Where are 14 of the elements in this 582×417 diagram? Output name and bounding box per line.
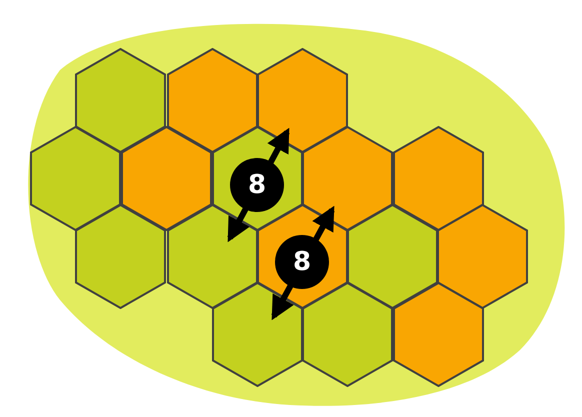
- hexagon-tile: [166, 48, 258, 152]
- hexagon-tile: [302, 282, 392, 386]
- hexagon-tile: [212, 282, 302, 386]
- hexagon-tile: [74, 204, 166, 308]
- hexagon-tile: [166, 204, 258, 308]
- hexagon-tile: [436, 204, 528, 308]
- hexagon-tile: [346, 204, 438, 308]
- hexagon-tile: [392, 282, 484, 386]
- hexagon-tile: [302, 126, 392, 230]
- hexagon-tile: [74, 48, 166, 152]
- hexagon-tile: [120, 126, 212, 230]
- hexagon-tile: [30, 126, 120, 230]
- hexagon-tile: [392, 126, 484, 230]
- hexagon-tile: [256, 48, 348, 152]
